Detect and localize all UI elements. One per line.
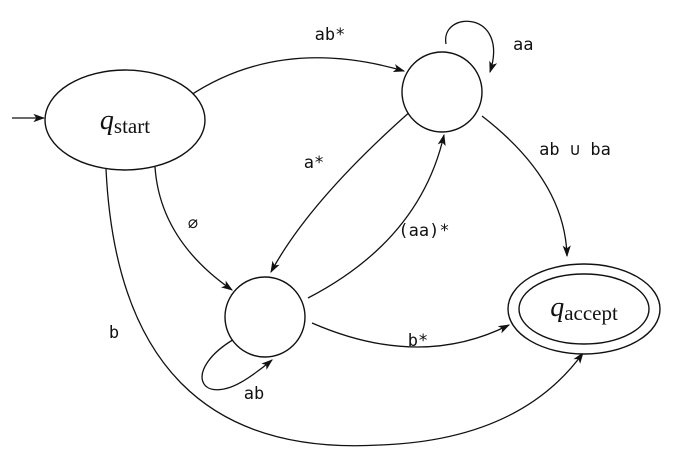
label-mid-to-top: (aa)* <box>398 221 449 241</box>
label-mid-to-accept: b* <box>408 331 428 351</box>
edge-top-to-mid <box>270 109 413 274</box>
label-top-loop: aa <box>513 35 533 55</box>
label-top-to-mid: a* <box>304 153 324 173</box>
edge-start-to-top <box>187 57 406 98</box>
edge-start-to-accept <box>105 168 584 447</box>
state-start-label: qstart <box>100 105 150 138</box>
label-top-to-accept: ab ∪ ba <box>539 140 611 160</box>
state-start <box>44 69 206 171</box>
edge-mid-to-top <box>307 133 446 299</box>
state-middle <box>224 276 306 358</box>
edge-mid-loop <box>201 337 273 391</box>
state-top <box>401 51 483 133</box>
edge-top-to-accept <box>481 115 571 258</box>
edge-start-to-mid <box>154 166 233 291</box>
label-mid-loop: ab <box>244 384 264 404</box>
state-accept-label: qaccept <box>550 292 618 325</box>
edge-top-loop <box>445 20 498 74</box>
label-start-to-top: ab* <box>315 25 346 45</box>
label-start-to-accept: b <box>109 323 119 343</box>
label-start-to-mid: ∅ <box>188 214 198 234</box>
edge-mid-to-accept <box>311 322 511 348</box>
state-accept-inner <box>518 273 650 345</box>
